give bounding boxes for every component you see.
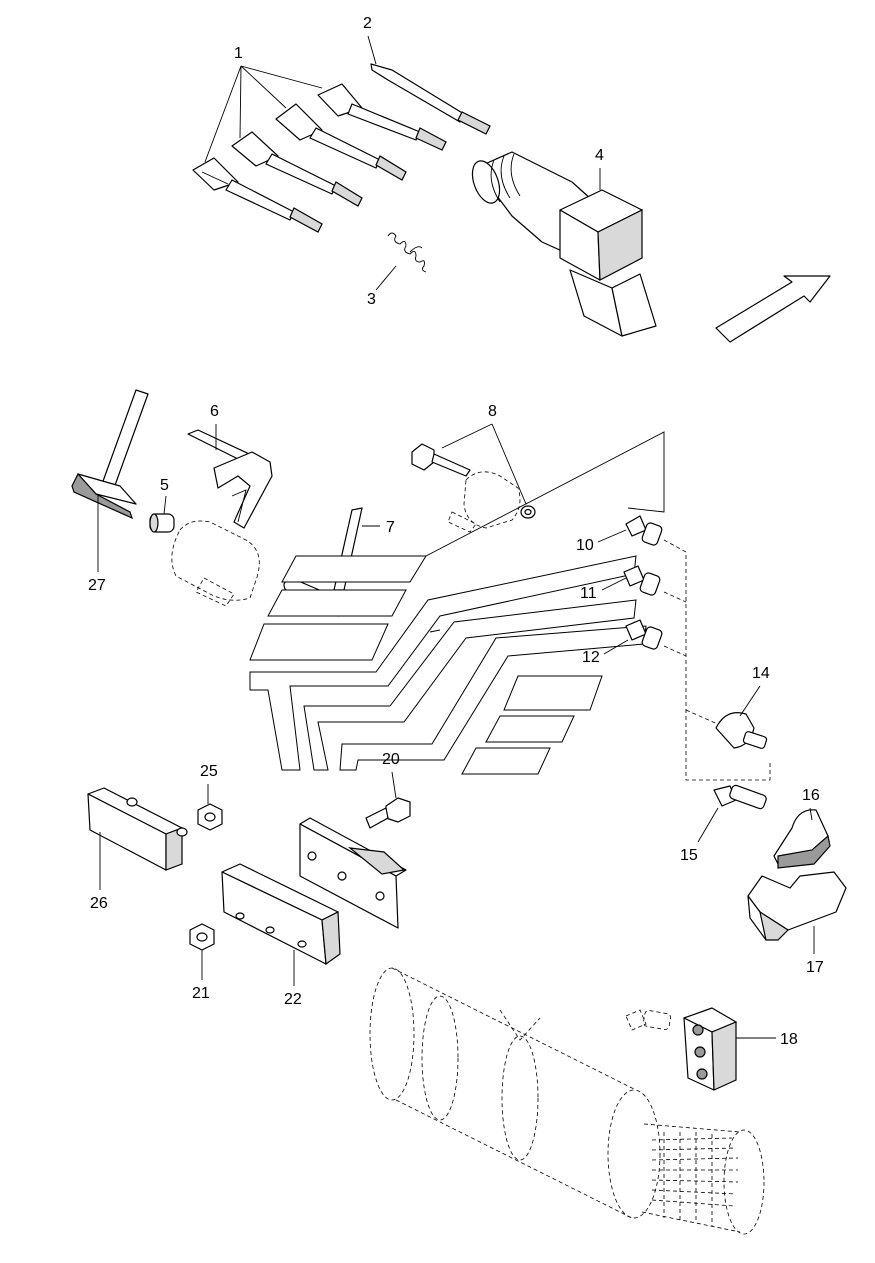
retaining-spring[interactable] xyxy=(387,232,427,273)
cutting-pick-10[interactable] xyxy=(625,515,663,546)
bolt-20[interactable] xyxy=(365,797,411,829)
extraction-fork[interactable] xyxy=(187,429,273,529)
clamp-plate[interactable] xyxy=(299,817,407,929)
svg-text:4: 4 xyxy=(595,147,604,164)
clamp-block-22[interactable] xyxy=(221,863,341,966)
svg-text:2: 2 xyxy=(363,15,372,32)
tool-holder-ghost xyxy=(171,520,260,607)
cutting-pick-14[interactable] xyxy=(715,712,768,749)
svg-text:15: 15 xyxy=(680,847,698,864)
wear-plate-26[interactable] xyxy=(87,787,188,871)
svg-text:6: 6 xyxy=(210,403,219,420)
base-block-17[interactable] xyxy=(747,871,847,941)
callout-11: 11 xyxy=(580,577,627,602)
svg-text:27: 27 xyxy=(88,577,106,594)
callout-14: 14 xyxy=(739,665,770,717)
svg-text:7: 7 xyxy=(386,519,395,536)
nut-21[interactable] xyxy=(189,923,215,951)
callout-17: 17 xyxy=(806,926,824,976)
svg-text:10: 10 xyxy=(576,537,594,554)
callout-1: 1 xyxy=(204,45,323,163)
plug-cap[interactable] xyxy=(149,513,175,533)
svg-text:14: 14 xyxy=(752,665,770,682)
callout-7: 7 xyxy=(362,519,395,536)
svg-text:16: 16 xyxy=(802,787,820,804)
point-chisel[interactable] xyxy=(370,63,491,135)
callout-25: 25 xyxy=(200,763,218,804)
cutting-pick-15[interactable] xyxy=(713,784,767,810)
pick-ghost-18 xyxy=(625,1009,671,1031)
chisel-set[interactable] xyxy=(192,83,447,233)
svg-text:22: 22 xyxy=(284,991,302,1008)
pick-holder-16[interactable] xyxy=(773,809,831,869)
callout-5: 5 xyxy=(160,477,169,515)
pick-block-18[interactable] xyxy=(683,1007,737,1091)
nut-25[interactable] xyxy=(197,803,223,831)
svg-text:1: 1 xyxy=(234,45,243,62)
cutting-pick-12[interactable] xyxy=(625,619,663,650)
svg-text:8: 8 xyxy=(488,403,497,420)
callout-8: 8 xyxy=(441,403,527,505)
callout-15: 15 xyxy=(680,807,719,864)
pneumatic-hammer[interactable] xyxy=(467,151,657,337)
drum-chevron-layout xyxy=(249,431,665,775)
svg-text:3: 3 xyxy=(367,291,376,308)
svg-text:21: 21 xyxy=(192,985,210,1002)
callout-3: 3 xyxy=(367,265,397,308)
svg-text:12: 12 xyxy=(582,649,600,666)
callout-2: 2 xyxy=(363,15,377,65)
svg-text:11: 11 xyxy=(580,585,597,602)
svg-text:25: 25 xyxy=(200,763,218,780)
callout-16: 16 xyxy=(802,787,820,821)
holder-ghost-8 xyxy=(447,471,521,533)
callout-10: 10 xyxy=(576,529,627,554)
svg-text:18: 18 xyxy=(780,1031,798,1048)
callout-12: 12 xyxy=(582,639,629,666)
bolt-with-washer[interactable] xyxy=(411,443,536,519)
outline-arrow-icon xyxy=(715,275,831,343)
svg-text:20: 20 xyxy=(382,751,400,768)
svg-text:17: 17 xyxy=(806,959,824,976)
callout-21: 21 xyxy=(192,950,210,1002)
svg-text:26: 26 xyxy=(90,895,108,912)
cutter-drum-ghost xyxy=(369,967,765,1235)
callout-18: 18 xyxy=(736,1031,798,1048)
callout-26: 26 xyxy=(90,832,108,912)
callout-27: 27 xyxy=(88,494,106,594)
cutting-pick-11[interactable] xyxy=(623,565,661,596)
callout-6: 6 xyxy=(210,403,219,450)
t-handle-tool[interactable] xyxy=(71,389,149,520)
callout-22: 22 xyxy=(284,950,302,1008)
callout-4: 4 xyxy=(595,147,604,190)
svg-text:5: 5 xyxy=(160,477,169,494)
callout-20: 20 xyxy=(382,751,400,799)
